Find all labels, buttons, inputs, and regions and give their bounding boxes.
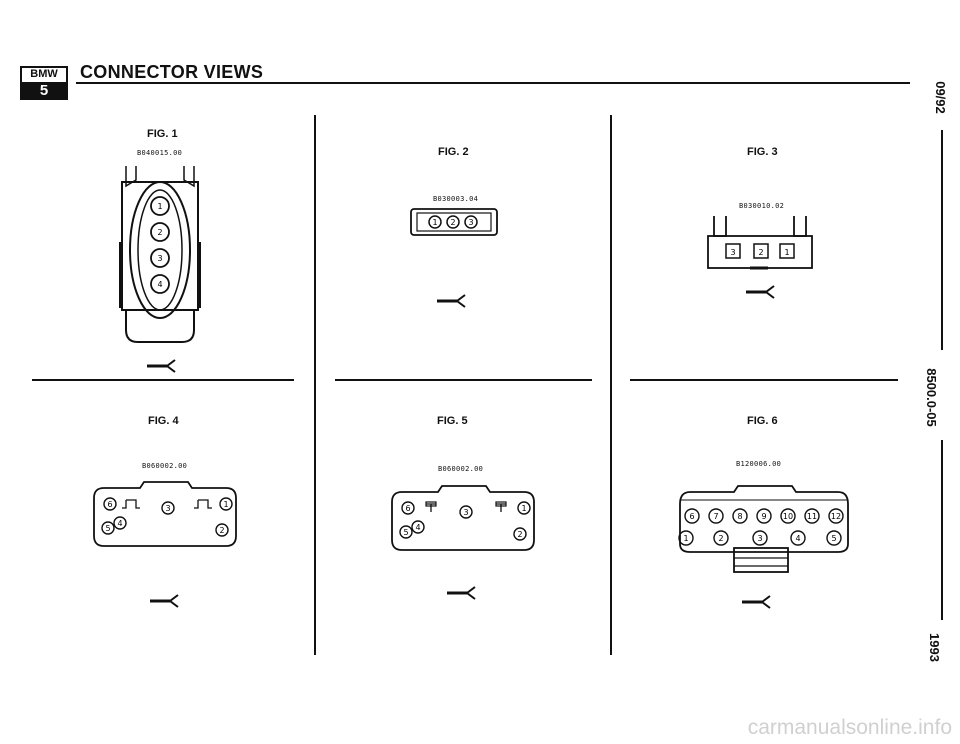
fig-1-code: B040015.00 bbox=[137, 149, 183, 157]
fig-5-pin: 6 bbox=[405, 504, 410, 513]
fig-3-pin: 1 bbox=[784, 248, 789, 257]
page-title: CONNECTOR VIEWS bbox=[80, 62, 264, 82]
fig-4-code: B060002.00 bbox=[142, 462, 188, 470]
fig-5-pin: 5 bbox=[403, 528, 408, 537]
row-divider-2 bbox=[335, 379, 592, 381]
title-rule bbox=[76, 82, 910, 84]
fig-1-pin: 1 bbox=[157, 202, 162, 211]
fig-5-pin: 4 bbox=[415, 523, 420, 532]
fig-2-label: FIG. 2 bbox=[438, 146, 469, 158]
side-bar-bottom bbox=[941, 440, 943, 620]
column-divider-right bbox=[610, 115, 612, 655]
row-divider-3 bbox=[630, 379, 898, 381]
fig-6-pin: 1 bbox=[683, 534, 688, 543]
column-divider-left bbox=[314, 115, 316, 655]
fig-6-pin: 2 bbox=[718, 534, 723, 543]
fig-2-connector-drawing: 1 2 3 bbox=[410, 208, 498, 236]
fig-6-pin: 8 bbox=[737, 512, 742, 521]
fig-4-pin: 4 bbox=[117, 519, 122, 528]
fig-5-view-arrow-icon bbox=[447, 586, 476, 600]
side-year: 1993 bbox=[926, 633, 942, 662]
fig-2-code: B030003.04 bbox=[433, 195, 479, 203]
fig-4-pin: 1 bbox=[223, 500, 228, 509]
side-strip: 09/92 8500.0-05 1993 bbox=[924, 40, 954, 680]
logo-brand-text: BMW bbox=[30, 68, 58, 80]
fig-3-pin: 2 bbox=[758, 248, 763, 257]
fig-1-label: FIG. 1 bbox=[147, 128, 178, 140]
fig-5-label: FIG. 5 bbox=[437, 415, 468, 427]
fig-6-code: B120006.00 bbox=[736, 460, 782, 468]
fig-2-pin: 3 bbox=[468, 218, 473, 227]
fig-2-view-arrow-icon bbox=[437, 294, 466, 308]
fig-3-connector-drawing: 3 2 1 bbox=[707, 216, 813, 270]
fig-4-label: FIG. 4 bbox=[148, 415, 179, 427]
fig-6-label: FIG. 6 bbox=[747, 415, 778, 427]
fig-2-pin: 1 bbox=[432, 218, 437, 227]
fig-1-pin: 4 bbox=[157, 280, 162, 289]
fig-4-pin: 2 bbox=[219, 526, 224, 535]
fig-5-connector-drawing: 6 3 1 5 4 2 bbox=[391, 485, 535, 551]
fig-6-pin: 6 bbox=[689, 512, 694, 521]
fig-6-pin: 10 bbox=[783, 512, 793, 521]
fig-3-view-arrow-icon bbox=[746, 285, 775, 299]
fig-5-pin: 1 bbox=[521, 504, 526, 513]
fig-6-pin: 7 bbox=[713, 512, 718, 521]
fig-6-connector-drawing: 6 7 8 9 10 11 12 1 2 3 4 5 bbox=[678, 485, 849, 573]
fig-1-view-arrow-icon bbox=[147, 359, 176, 373]
fig-4-pin: 6 bbox=[107, 500, 112, 509]
watermark: carmanualsonline.info bbox=[747, 716, 952, 739]
fig-5-pin: 2 bbox=[517, 530, 522, 539]
fig-6-pin: 11 bbox=[807, 512, 817, 521]
side-bar-top bbox=[941, 130, 943, 350]
fig-4-view-arrow-icon bbox=[150, 594, 179, 608]
fig-6-pin: 9 bbox=[761, 512, 766, 521]
row-divider-1 bbox=[32, 379, 294, 381]
fig-6-pin: 3 bbox=[757, 534, 762, 543]
fig-6-pin: 12 bbox=[831, 512, 841, 521]
fig-6-pin: 5 bbox=[831, 534, 836, 543]
fig-3-code: B030010.02 bbox=[739, 202, 785, 210]
fig-5-pin: 3 bbox=[463, 508, 468, 517]
fig-4-pin: 5 bbox=[105, 524, 110, 533]
bmw-5-series-logo: BMW 5 bbox=[20, 66, 68, 100]
fig-4-connector-drawing: 6 3 1 5 4 2 bbox=[93, 481, 237, 547]
fig-3-pin: 3 bbox=[730, 248, 735, 257]
fig-2-pin: 2 bbox=[450, 218, 455, 227]
side-date: 09/92 bbox=[932, 81, 948, 114]
fig-6-view-arrow-icon bbox=[742, 595, 771, 609]
fig-4-pin: 3 bbox=[165, 504, 170, 513]
fig-1-pin: 3 bbox=[157, 254, 162, 263]
fig-5-code: B060002.00 bbox=[438, 465, 484, 473]
fig-6-pin: 4 bbox=[795, 534, 800, 543]
logo-series-text: 5 bbox=[22, 82, 66, 99]
fig-1-connector-drawing: 1 2 3 4 bbox=[119, 166, 201, 343]
fig-1-pin: 2 bbox=[157, 228, 162, 237]
fig-3-label: FIG. 3 bbox=[747, 146, 778, 158]
side-section-code: 8500.0-05 bbox=[923, 368, 939, 427]
